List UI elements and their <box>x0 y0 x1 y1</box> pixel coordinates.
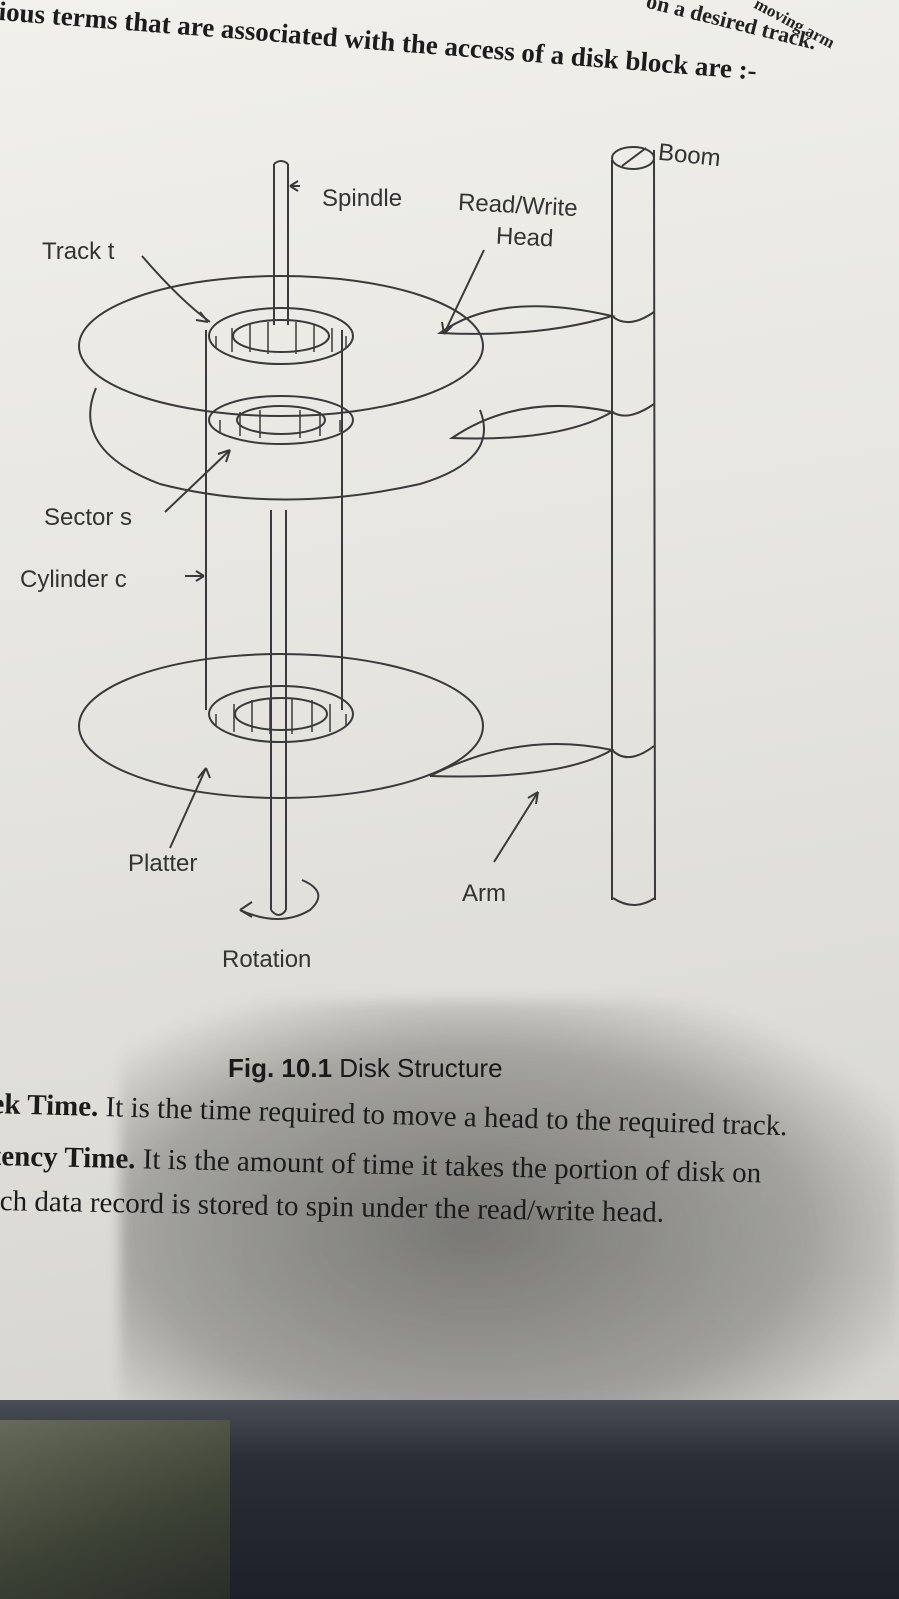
arm-head-top <box>437 305 616 335</box>
label-arm: Arm <box>462 880 506 907</box>
boom-top <box>611 146 655 170</box>
caption-number: Fig. 10.1 <box>228 1053 333 1083</box>
figure-caption: Fig. 10.1 Disk Structure <box>228 1053 503 1084</box>
disk-structure-diagram <box>78 146 656 920</box>
spindle <box>273 164 289 325</box>
platter-bottom <box>78 653 484 799</box>
platter-top <box>78 275 484 417</box>
label-track: Track t <box>42 238 115 265</box>
arm-head-middle <box>448 404 615 440</box>
term-latency-time: tency Time. <box>0 1140 136 1176</box>
rotation-arrow <box>239 879 320 920</box>
platter-middle <box>89 387 485 501</box>
label-head: Head <box>495 222 555 253</box>
boom-pole <box>611 149 656 901</box>
label-platter: Platter <box>128 850 198 877</box>
label-cylinder: Cylinder c <box>20 566 127 593</box>
hand-shadow <box>120 1000 899 1420</box>
caption-text: Disk Structure <box>332 1053 503 1083</box>
background-cloth <box>0 1420 230 1599</box>
label-sector: Sector s <box>44 504 133 531</box>
cylinder-outline <box>205 330 343 710</box>
term-seek-time: ek Time. <box>0 1088 99 1123</box>
label-spindle: Spindle <box>322 185 403 212</box>
label-rotation: Rotation <box>222 946 312 973</box>
